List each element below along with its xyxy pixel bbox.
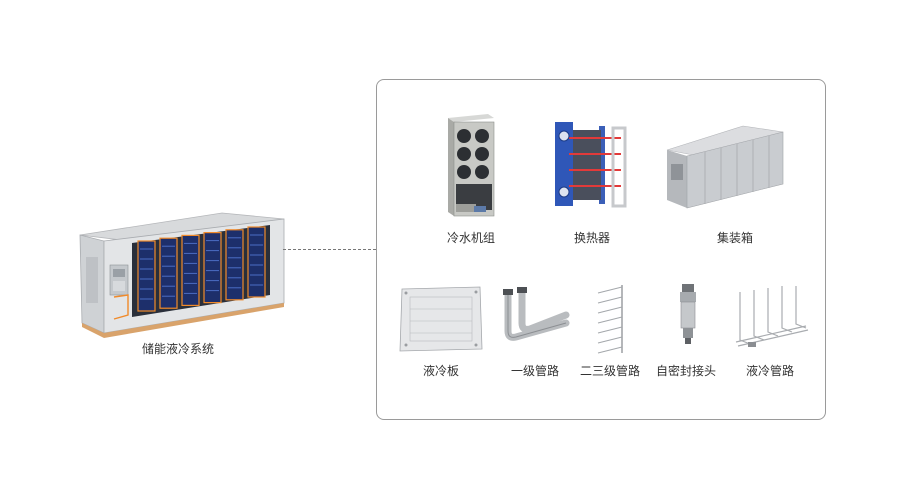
battery-container-icon (72, 205, 287, 340)
secondary-pipe-icon (592, 283, 632, 359)
container-label: 集装箱 (700, 229, 770, 246)
battery-rack (138, 241, 155, 311)
connector-label: 自密封接头 (651, 362, 721, 379)
battery-rack (160, 238, 177, 308)
system-label: 储能液冷系统 (133, 340, 223, 357)
primary-pipe-icon (500, 285, 570, 351)
self-sealing-connector-icon (676, 284, 700, 348)
cold-plate-label: 液冷板 (406, 362, 476, 379)
battery-rack (182, 235, 199, 305)
chiller-unit-label: 冷水机组 (436, 229, 506, 246)
cooling-pipeline-label: 液冷管路 (735, 362, 805, 379)
battery-rack (248, 227, 265, 297)
energy-storage-system-illustration (72, 205, 287, 340)
connector-dashed-line (283, 249, 376, 250)
container-icon (665, 120, 785, 214)
secondary-pipe-label: 二三级管路 (575, 362, 645, 379)
cooling-pipeline-icon (734, 284, 810, 358)
chiller-unit-icon (444, 112, 496, 222)
heat-exchanger-label: 换热器 (557, 229, 627, 246)
battery-rack (204, 233, 221, 303)
primary-pipe-label: 一级管路 (500, 362, 570, 379)
battery-rack (226, 230, 243, 300)
plate-heat-exchanger-icon (553, 120, 628, 214)
cold-plate-icon (398, 285, 484, 357)
